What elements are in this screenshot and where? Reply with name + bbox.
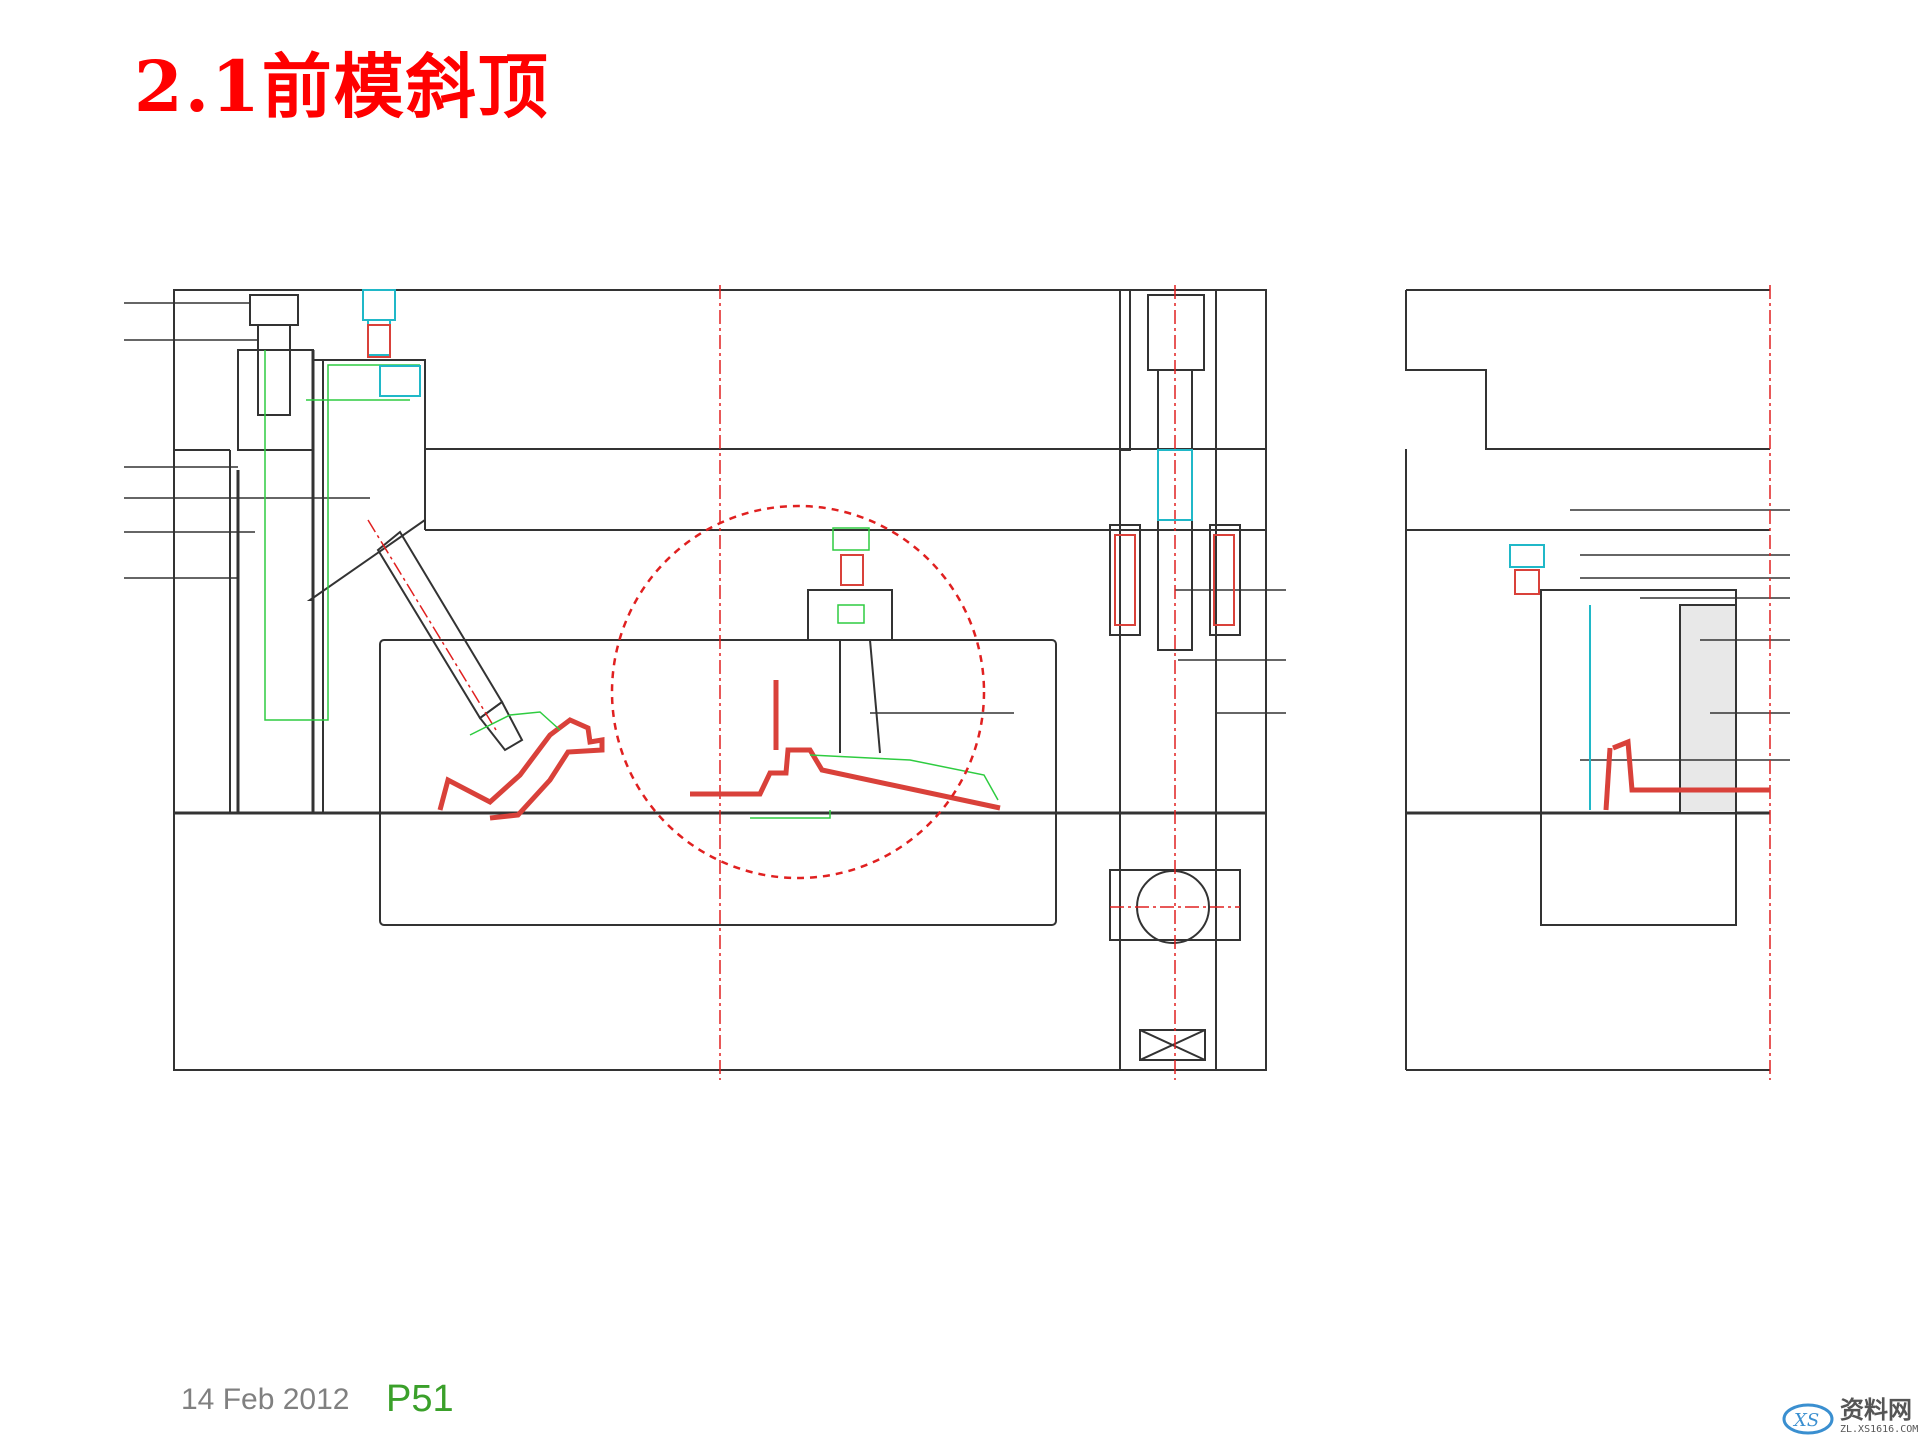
watermark-url: ZL.XS1616.COM <box>1840 1424 1919 1435</box>
mold-outlines <box>173 289 1770 1071</box>
springs <box>367 324 1540 626</box>
page-number: P51 <box>386 1378 454 1420</box>
molded-part <box>437 680 1770 821</box>
footer-date: 14 Feb 2012 <box>181 1383 350 1416</box>
centerlines <box>367 285 1771 1080</box>
highlight-circle <box>610 504 986 880</box>
watermark-logo: XS 资料网 ZL.XS1616.COM <box>1780 1398 1920 1440</box>
aux-lines-green <box>264 350 999 819</box>
logo-icon: XS <box>1782 1403 1834 1435</box>
watermark-text: 资料网 <box>1840 1396 1912 1424</box>
leader-lines <box>124 302 1790 761</box>
svg-text:XS: XS <box>1792 1410 1819 1431</box>
slide-title: 2.1前模斜顶 <box>134 45 550 128</box>
mold-section-drawing <box>124 285 1790 1080</box>
